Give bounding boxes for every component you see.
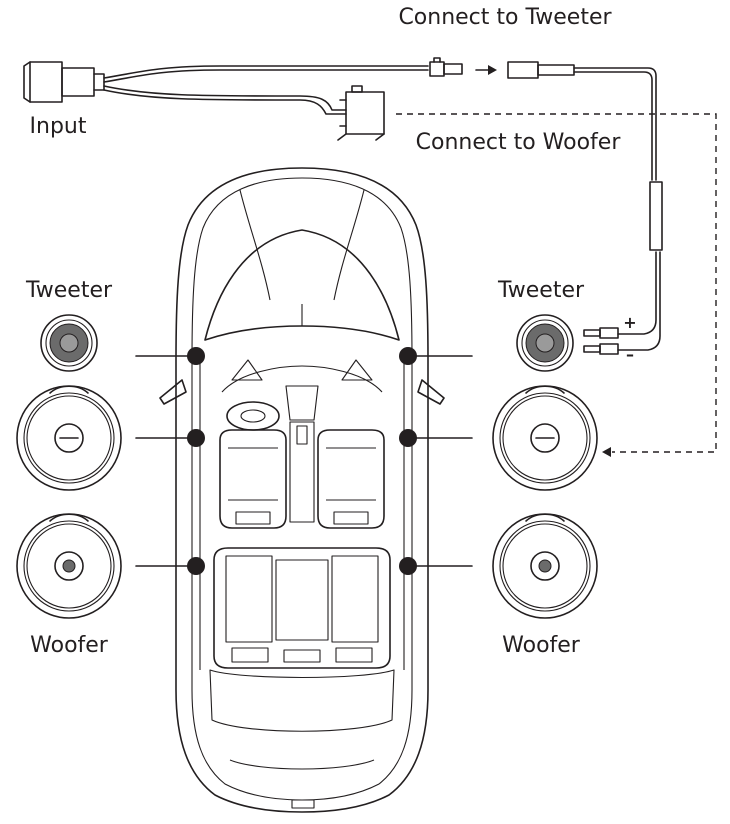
- midrange-left: [16, 385, 122, 491]
- woofer-dashed-line: [396, 113, 717, 457]
- midrange-right: [492, 385, 598, 491]
- mount-point-woofer-right: [399, 557, 473, 575]
- woofer-right-label: Woofer: [502, 633, 581, 658]
- mount-point-woofer-left: [135, 557, 205, 575]
- tweeter-plug: [429, 57, 463, 77]
- woofer-plug: [337, 85, 385, 141]
- connect-to-woofer-label: Connect to Woofer: [416, 130, 622, 155]
- minus-sign: –: [626, 345, 634, 364]
- input-connector: [23, 61, 105, 103]
- woofer-left: [16, 513, 122, 619]
- plus-sign: +: [623, 313, 636, 332]
- tweeter-left-label: Tweeter: [25, 278, 113, 303]
- mount-point-midrange-left: [135, 429, 205, 447]
- input-label: Input: [30, 114, 87, 139]
- tweeter-socket: [507, 61, 575, 79]
- rear-bench-seat: [213, 547, 391, 669]
- connect-to-tweeter-label: Connect to Tweeter: [398, 5, 612, 30]
- tweeter-terminals: [583, 327, 619, 355]
- front-right-seat: [317, 429, 385, 529]
- car-outline: [159, 167, 445, 813]
- front-left-seat: [219, 429, 287, 529]
- mount-point-tweeter-left: [135, 347, 205, 365]
- woofer-right: [492, 513, 598, 619]
- woofer-left-label: Woofer: [30, 633, 109, 658]
- steering-wheel-icon: [226, 401, 280, 431]
- mount-point-tweeter-right: [399, 347, 473, 365]
- tweeter-right: [516, 314, 574, 372]
- harness-wires: [103, 65, 429, 115]
- tweeter-cable: [573, 67, 663, 351]
- tweeter-left: [40, 314, 98, 372]
- tweeter-right-label: Tweeter: [497, 278, 585, 303]
- mount-point-midrange-right: [399, 429, 473, 447]
- car-interior: [221, 359, 383, 523]
- arrow-icon: [475, 65, 497, 75]
